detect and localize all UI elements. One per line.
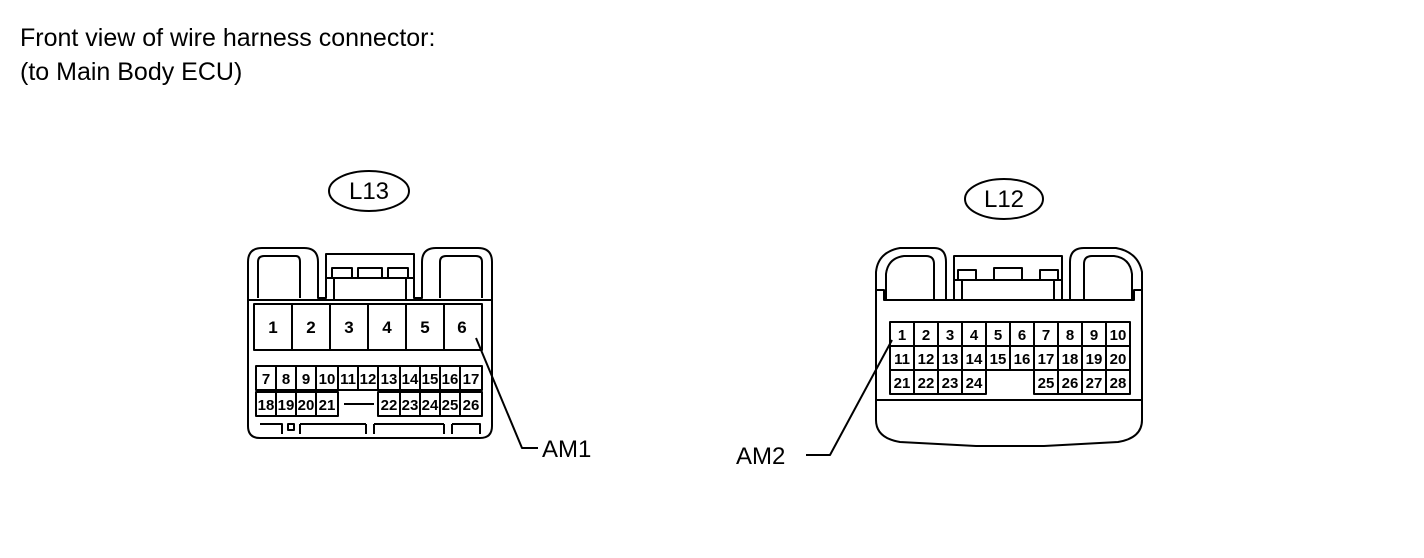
connector-l12-id-oval [964, 178, 1044, 220]
diagram-title: Front view of wire harness connector: [20, 24, 436, 52]
pin-label: 24 [966, 375, 983, 392]
pin-label: 28 [1110, 375, 1127, 392]
pin-label: 23 [402, 397, 419, 414]
pin-label: 14 [402, 371, 419, 388]
pin-label: 27 [1086, 375, 1103, 392]
pin-label: 6 [1018, 327, 1026, 344]
connector-l12-face [876, 289, 1142, 301]
pin-label: 19 [278, 397, 295, 414]
pin-label: 13 [381, 371, 398, 388]
pin-label: 23 [942, 375, 959, 392]
connector-l12-cavities [889, 321, 1131, 395]
pin-label: 9 [302, 371, 310, 388]
pin-label: 6 [457, 318, 466, 337]
pin-label: 21 [894, 375, 911, 392]
pin-label: 13 [942, 351, 959, 368]
am1-leader-line [475, 337, 538, 449]
pin-label: 3 [946, 327, 954, 344]
am2-label: AM2 [736, 443, 785, 470]
diagram-subtitle: (to Main Body ECU) [20, 58, 243, 86]
connector-l13-body [247, 247, 493, 439]
connector-l12-latch [954, 267, 1062, 300]
pin-label: 14 [966, 351, 983, 368]
pin-label: 25 [442, 397, 459, 414]
pin-label: 2 [922, 327, 930, 344]
pin-label: 17 [463, 371, 480, 388]
pin-label: 15 [990, 351, 1007, 368]
pin-label: 7 [1042, 327, 1050, 344]
pin-label: 25 [1038, 375, 1055, 392]
pin-label: 11 [894, 351, 910, 368]
pin-label: 1 [268, 318, 277, 337]
pin-label: 18 [258, 397, 275, 414]
connector-l13-id-oval [328, 170, 410, 212]
connector-l13-feet [260, 423, 481, 434]
pin-label: 15 [422, 371, 439, 388]
pin-label: 22 [918, 375, 935, 392]
pin-label: 19 [1086, 351, 1103, 368]
pin-label: 12 [918, 351, 935, 368]
pin-label: 1 [898, 327, 906, 344]
connector-l13-small-cavities [255, 365, 483, 417]
connector-l13-label: L13 [349, 178, 389, 205]
pin-label: 16 [442, 371, 459, 388]
pin-label: 10 [319, 371, 336, 388]
pin-label: 4 [970, 327, 979, 344]
pin-label: 8 [282, 371, 290, 388]
am2-leader-line [806, 339, 893, 456]
pin-label: 20 [1110, 351, 1127, 368]
pin-label: 26 [463, 397, 480, 414]
pin-label: 11 [340, 371, 356, 388]
am1-label: AM1 [542, 436, 591, 463]
pin-label: 5 [420, 318, 429, 337]
pin-label: 18 [1062, 351, 1079, 368]
pin-label: 5 [994, 327, 1002, 344]
pin-label: 24 [422, 397, 439, 414]
pin-label: 2 [306, 318, 315, 337]
connector-l12-body [875, 247, 1143, 447]
pin-label: 10 [1110, 327, 1127, 344]
pin-label: 12 [360, 371, 377, 388]
pin-label: 26 [1062, 375, 1079, 392]
pin-label: 4 [382, 318, 392, 337]
pin-label: 22 [381, 397, 398, 414]
pin-label: 20 [298, 397, 315, 414]
pin-label: 3 [344, 318, 353, 337]
connector-l13-latch [326, 267, 414, 300]
pin-label: 7 [262, 371, 270, 388]
pin-label: 21 [319, 397, 336, 414]
connector-l13-side-tabs [257, 255, 483, 298]
connector-l12-side-tabs [885, 255, 1133, 300]
connector-l12 [875, 178, 1143, 447]
connector-l13 [247, 170, 493, 439]
connector-l13-large-cavities [253, 303, 483, 351]
pin-label: 8 [1066, 327, 1074, 344]
pin-label: 16 [1014, 351, 1031, 368]
connector-l12-label: L12 [984, 186, 1024, 213]
pin-label: 17 [1038, 351, 1055, 368]
pin-label: 9 [1090, 327, 1098, 344]
